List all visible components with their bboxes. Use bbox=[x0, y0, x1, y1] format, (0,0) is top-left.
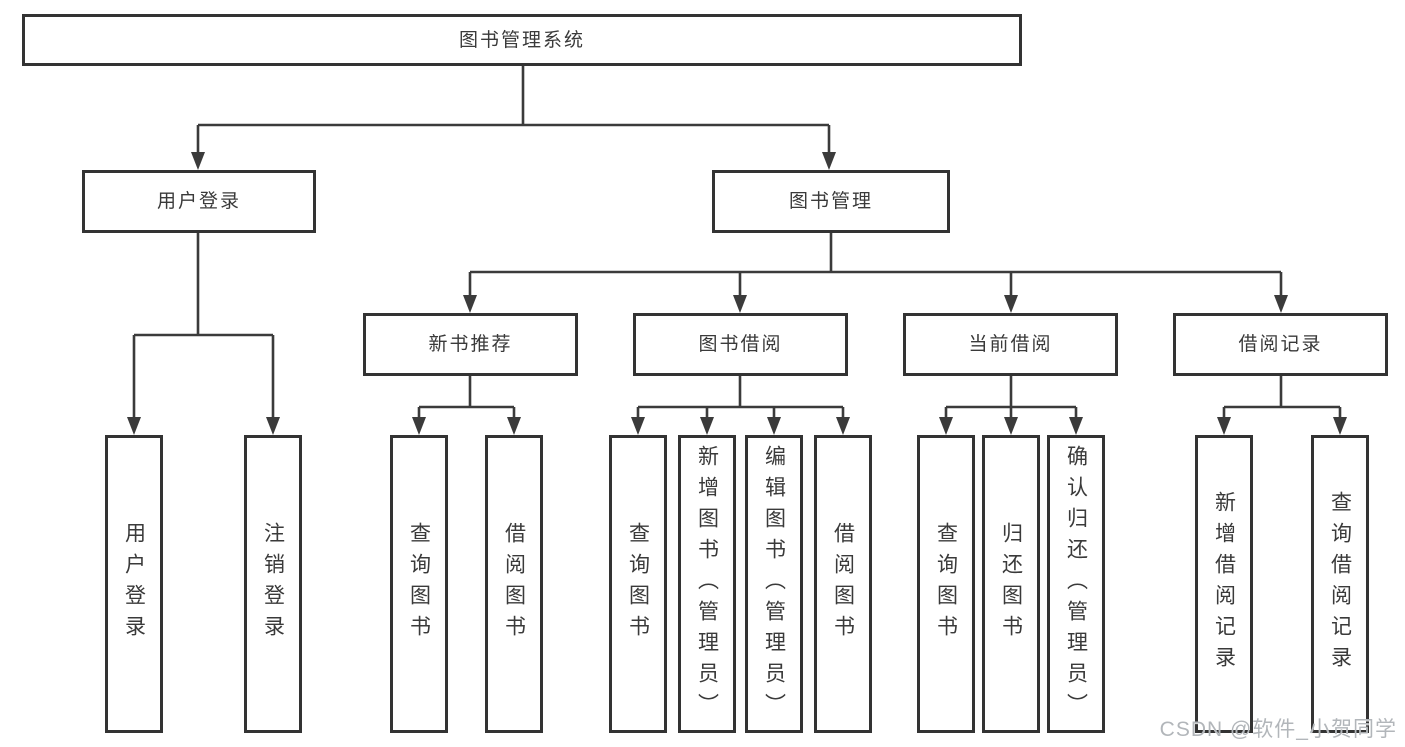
arrow-icon bbox=[733, 295, 747, 313]
arrow-icon bbox=[266, 417, 280, 435]
leaf-query-books-recommend: 查询图书 bbox=[390, 435, 448, 733]
node-user-login: 用户登录 bbox=[82, 170, 316, 233]
leaf-edit-books-admin: 编辑图书（管理员） bbox=[745, 435, 803, 733]
arrow-icon bbox=[1004, 417, 1018, 435]
arrow-icon bbox=[1069, 417, 1083, 435]
arrow-icon bbox=[767, 417, 781, 435]
arrow-icon bbox=[191, 152, 205, 170]
leaf-borrow-books: 借阅图书 bbox=[814, 435, 872, 733]
arrow-icon bbox=[836, 417, 850, 435]
arrow-icon bbox=[631, 417, 645, 435]
node-borrowing-records: 借阅记录 bbox=[1173, 313, 1388, 376]
arrow-icon bbox=[412, 417, 426, 435]
arrow-icon bbox=[1333, 417, 1347, 435]
arrow-icon bbox=[700, 417, 714, 435]
leaf-confirm-return-admin: 确认归还（管理员） bbox=[1047, 435, 1105, 733]
leaf-query-books-current: 查询图书 bbox=[917, 435, 975, 733]
leaf-add-borrow-record: 新增借阅记录 bbox=[1195, 435, 1253, 733]
node-book-management: 图书管理 bbox=[712, 170, 950, 233]
arrow-icon bbox=[1004, 295, 1018, 313]
leaf-logout: 注销登录 bbox=[244, 435, 302, 733]
arrow-icon bbox=[939, 417, 953, 435]
leaf-query-books-borrowing: 查询图书 bbox=[609, 435, 667, 733]
leaf-borrow-books-recommend: 借阅图书 bbox=[485, 435, 543, 733]
leaf-return-books: 归还图书 bbox=[982, 435, 1040, 733]
arrowheads bbox=[127, 152, 1347, 435]
branch-lines bbox=[132, 66, 1342, 419]
csdn-watermark: CSDN @软件_小贺同学 bbox=[1159, 718, 1397, 741]
leaf-query-borrow-record: 查询借阅记录 bbox=[1311, 435, 1369, 733]
leaf-user-login: 用户登录 bbox=[105, 435, 163, 733]
arrow-icon bbox=[127, 417, 141, 435]
node-current-borrowing: 当前借阅 bbox=[903, 313, 1118, 376]
arrow-icon bbox=[463, 295, 477, 313]
arrow-icon bbox=[507, 417, 521, 435]
arrow-icon bbox=[1274, 295, 1288, 313]
arrow-icon bbox=[822, 152, 836, 170]
arrow-icon bbox=[1217, 417, 1231, 435]
node-library-management-system: 图书管理系统 bbox=[22, 14, 1022, 66]
node-new-book-recommendation: 新书推荐 bbox=[363, 313, 578, 376]
leaf-add-books-admin: 新增图书（管理员） bbox=[678, 435, 736, 733]
node-book-borrowing: 图书借阅 bbox=[633, 313, 848, 376]
